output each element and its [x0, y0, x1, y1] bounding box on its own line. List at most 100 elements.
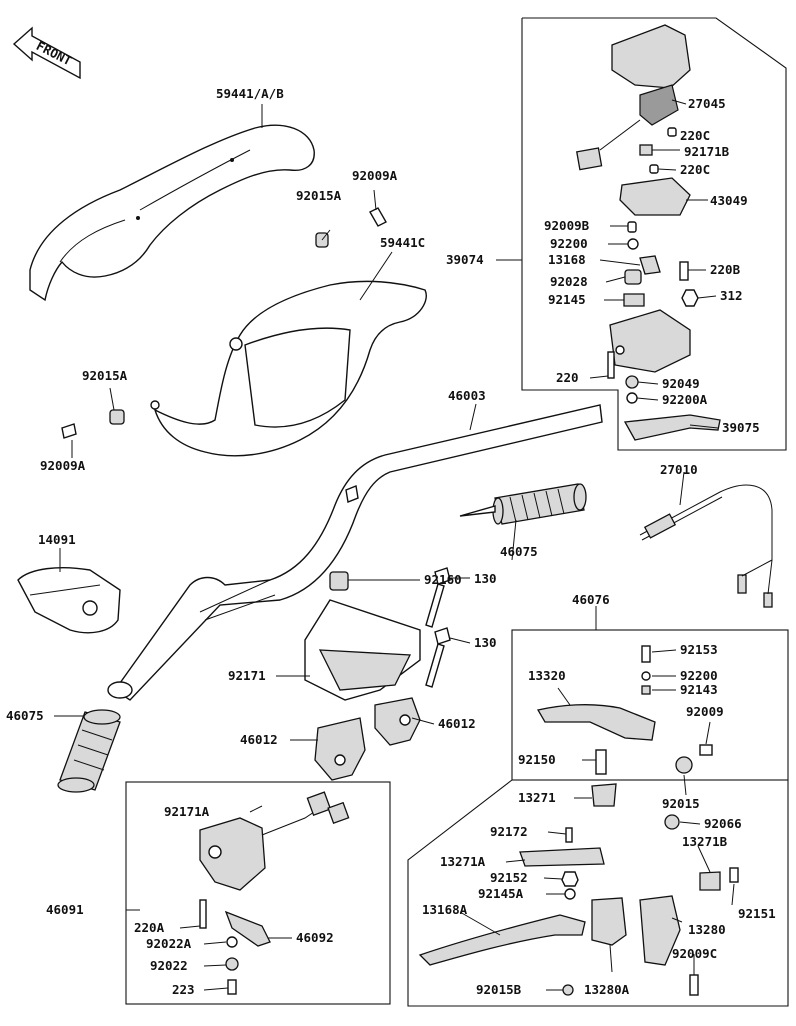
bolt-92150: [595, 749, 607, 775]
label-220: 220: [556, 370, 579, 385]
bolt-92009C: [689, 974, 699, 996]
label-92145A: 92145A: [478, 886, 524, 901]
lever-39075: [623, 414, 721, 441]
label-220A: 220A: [134, 920, 165, 935]
cap-14091: [17, 567, 121, 634]
label-92009A-top: 92009A: [352, 168, 398, 183]
bolt-130-lower: [425, 627, 451, 688]
washer-92200-b: [641, 671, 651, 681]
label-92171A: 92171A: [164, 804, 210, 819]
label-46092: 46092: [296, 930, 334, 945]
label-14091: 14091: [38, 532, 76, 547]
label-92015: 92015: [662, 796, 700, 811]
grip-left: [57, 709, 121, 793]
screw-92009A-top: [369, 207, 387, 227]
label-13271B: 13271B: [682, 834, 728, 849]
washer-92022: [225, 957, 239, 971]
label-92022: 92022: [150, 958, 188, 973]
lower-cover: [150, 280, 427, 457]
label-312: 312: [720, 288, 743, 303]
collar-92015A-left: [109, 409, 125, 425]
label-92152: 92152: [490, 870, 528, 885]
label-92200A: 92200A: [662, 392, 708, 407]
nut-312: [681, 289, 699, 307]
label-13280: 13280: [688, 922, 726, 937]
spacer-92160: [329, 571, 349, 591]
label-46012-right: 46012: [438, 716, 476, 731]
label-92145: 92145: [548, 292, 586, 307]
leader-lines: [54, 99, 735, 991]
clamp-46012-right: [374, 697, 421, 746]
cap-92066: [664, 814, 680, 830]
label-27045: 27045: [688, 96, 726, 111]
cover-43049: [619, 177, 691, 216]
label-220B: 220B: [710, 262, 741, 277]
bracket-92171: [304, 599, 421, 701]
grip-arrow: [459, 505, 496, 517]
label-13168A: 13168A: [422, 902, 468, 917]
label-92015B: 92015B: [476, 982, 522, 997]
bolt-220B: [679, 261, 689, 281]
label-220C-2: 220C: [680, 162, 710, 177]
washer-92200A: [626, 392, 638, 404]
screw-92009A-left: [61, 423, 77, 439]
screw-220C-1: [667, 127, 677, 137]
label-27010: 27010: [660, 462, 698, 477]
connector-92171A: [261, 791, 350, 836]
upper-cover: [29, 124, 315, 302]
plate-13168: [639, 255, 661, 275]
washer-92200: [627, 238, 639, 250]
label-92151: 92151: [738, 906, 776, 921]
label-92200: 92200: [550, 236, 588, 251]
bolt-92009: [699, 744, 713, 756]
label-13271: 13271: [518, 790, 556, 805]
label-92160: 92160: [424, 572, 462, 587]
group-box-left-switch: [125, 781, 391, 1005]
label-92009B: 92009B: [544, 218, 590, 233]
label-92009C: 92009C: [672, 946, 717, 961]
bushing-92028: [624, 269, 642, 285]
collar-92143: [641, 685, 651, 695]
group-box-lever: [511, 629, 789, 781]
label-92153: 92153: [680, 642, 718, 657]
label-92049: 92049: [662, 376, 700, 391]
handlebar: [107, 404, 603, 701]
label-39075: 39075: [722, 420, 760, 435]
label-92150: 92150: [518, 752, 556, 767]
switch-46091: [199, 817, 266, 891]
label-92172: 92172: [490, 824, 528, 839]
label-13280A: 13280A: [584, 982, 630, 997]
screw-92172: [565, 827, 573, 843]
screw-220C-2: [649, 164, 659, 174]
holder-13280: [639, 895, 681, 966]
plate-13271A: [519, 847, 605, 867]
label-46075-mid: 46075: [500, 544, 538, 559]
group-box-right-switch: [521, 17, 787, 451]
label-92171B: 92171B: [684, 144, 730, 159]
label-46091: 46091: [46, 902, 84, 917]
lever-46092: [224, 910, 271, 947]
screw-92009B: [627, 221, 637, 233]
holder-13280A: [591, 897, 627, 946]
front-arrow: FRONT: [12, 26, 81, 80]
label-92009A-left: 92009A: [40, 458, 86, 473]
label-92022A: 92022A: [146, 936, 192, 951]
bolt-130-upper: [425, 567, 451, 628]
label-46076: 46076: [572, 592, 610, 607]
washer-92049: [625, 375, 639, 389]
screw-220A: [199, 899, 207, 929]
plate-92171B: [639, 144, 653, 156]
lever-13168A: [418, 914, 586, 966]
label-39074: 39074: [446, 252, 484, 267]
label-220C-1: 220C: [680, 128, 710, 143]
bolt-92151: [729, 867, 739, 883]
label-13271A: 13271A: [440, 854, 486, 869]
label-92015A-left: 92015A: [82, 368, 128, 383]
clamp-46012-left: [314, 717, 366, 781]
label-92143: 92143: [680, 682, 718, 697]
label-92015A-top: 92015A: [296, 188, 342, 203]
label-43049: 43049: [710, 193, 748, 208]
label-46012-left: 46012: [240, 732, 278, 747]
label-92009: 92009: [686, 704, 724, 719]
